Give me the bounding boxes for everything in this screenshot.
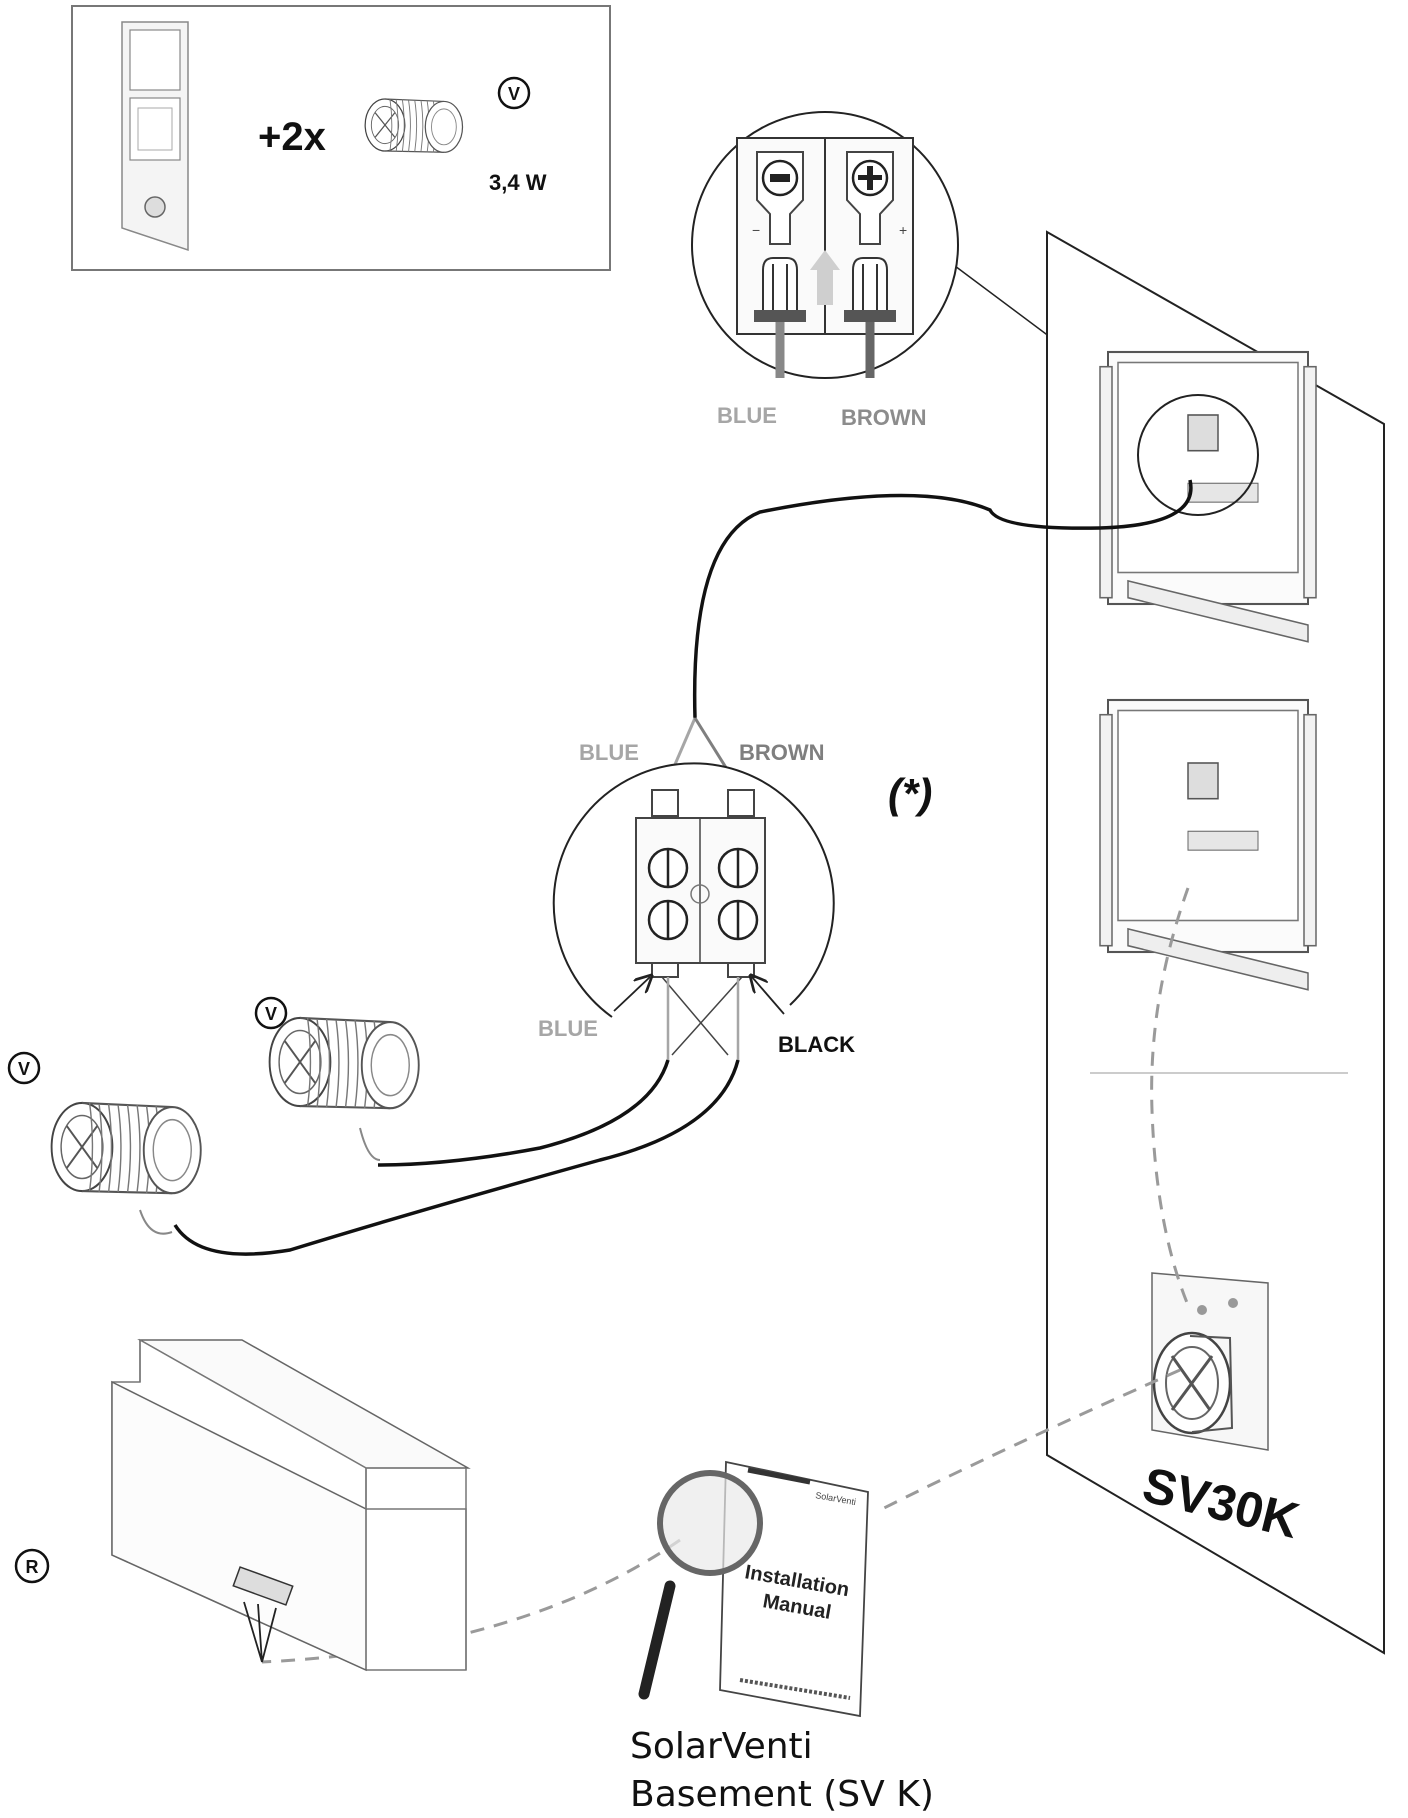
inset-power-label: 3,4 W	[489, 170, 547, 195]
footnote-mark: (*)	[888, 770, 932, 817]
junction-screw-br	[717, 899, 759, 941]
inset-fan-badge: V	[497, 76, 531, 110]
brown-wire-plug	[844, 257, 896, 378]
blue-output-arrow	[613, 977, 650, 1012]
inset-multiplier: +2x	[258, 115, 326, 159]
minus-symbol: −	[752, 222, 760, 238]
junction-output-label-black: BLACK	[778, 1032, 855, 1057]
zoom-wire-label-blue: BLUE	[717, 403, 777, 428]
junction-input-label-brown: BROWN	[739, 740, 825, 765]
unit-to-manual-dashed-line	[879, 1368, 1181, 1512]
inset-fan-badge-letter: V	[508, 84, 520, 104]
zoom-wire-label-brown: BROWN	[841, 405, 927, 430]
positive-terminal: +	[846, 151, 907, 245]
fan-1-cable	[173, 1059, 740, 1256]
controller-badge-letter: R	[26, 1557, 39, 1577]
junction-screw-tr	[717, 847, 759, 889]
fan-badge-1: V	[7, 1051, 41, 1085]
fan-coil-1	[50, 1101, 202, 1235]
black-output-arrow	[752, 977, 785, 1015]
caption-line-1: SolarVenti	[630, 1726, 813, 1767]
plus-symbol: +	[899, 222, 907, 238]
controller-box	[111, 1338, 471, 1672]
inset-panel-column-illustration	[121, 21, 189, 252]
fan-badge-2: V	[254, 996, 288, 1030]
controller-badge: R	[14, 1548, 50, 1584]
fan-coil-2	[268, 1016, 420, 1161]
fan-2-cable	[377, 1059, 670, 1167]
junction-output-label-blue: BLUE	[538, 1016, 598, 1041]
magnifier-icon	[638, 1470, 763, 1700]
panel-terminal-zoom: − + BLUE BROWN	[691, 111, 1146, 430]
junction-screw-bl	[647, 899, 689, 941]
fan-badge-1-letter: V	[18, 1059, 30, 1079]
blue-wire-plug	[754, 257, 806, 378]
panel-to-junction-cable	[692, 479, 1193, 719]
panel-to-unit-dashed-line	[1150, 887, 1192, 1311]
junction-input-label-blue: BLUE	[579, 740, 639, 765]
fan-badge-2-letter: V	[265, 1004, 277, 1024]
inset-box: +2x V 3,4 W	[71, 5, 611, 271]
manual-to-controller-dashed-line	[261, 1538, 681, 1664]
caption-line-2: Basement (SV K)	[630, 1774, 934, 1815]
negative-terminal: −	[752, 151, 804, 245]
terminal-highlight-circle	[1137, 394, 1259, 516]
junction-box-zoom	[552, 762, 835, 1060]
junction-screw-tl	[647, 847, 689, 889]
solar-panel-lower	[1098, 698, 1318, 991]
